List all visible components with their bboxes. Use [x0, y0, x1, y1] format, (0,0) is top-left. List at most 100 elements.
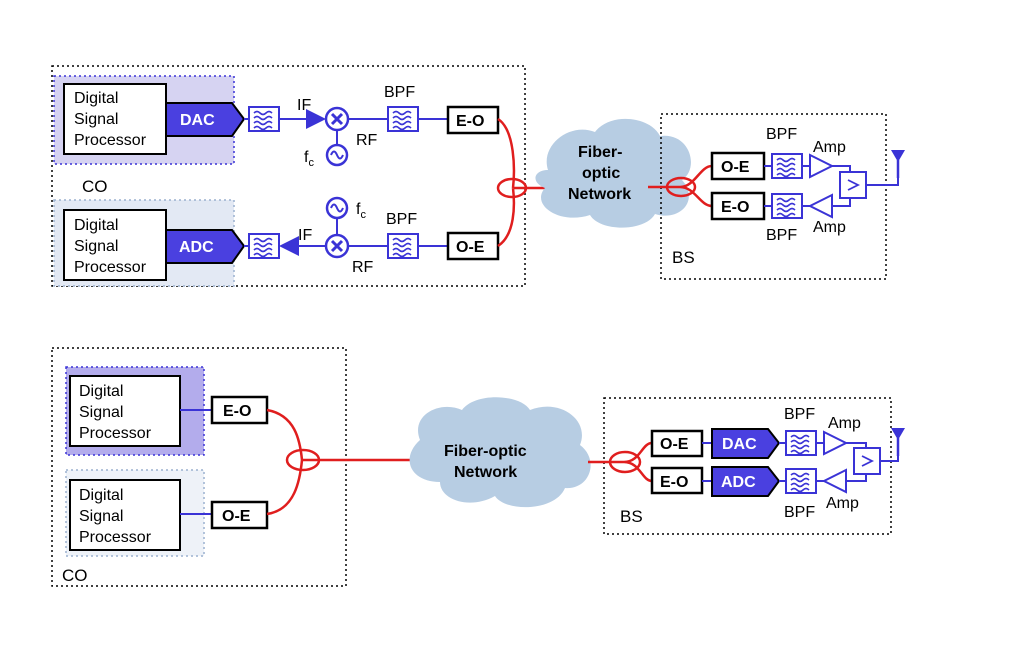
bottom-adc-block	[711, 466, 781, 497]
bottom-bs-amp-top-label: Amp	[828, 415, 861, 432]
bottom-bs-amp-top-icon	[823, 430, 849, 456]
top-dsp-rx-line-2: Signal	[74, 238, 118, 255]
top-tx-mixer-icon	[324, 106, 350, 132]
bottom-bs-eo-block	[650, 466, 704, 495]
bottom-bs-label: BS	[620, 507, 643, 526]
bottom-bs-antenna-icon	[889, 426, 907, 458]
top-co-label: CO	[82, 177, 108, 196]
bottom-bs-bpf-bottom-label: BPF	[784, 504, 815, 521]
top-bs-fiber	[648, 164, 713, 208]
bottom-bs-oe-label: O-E	[660, 436, 689, 453]
top-rx-fc-label: fc	[356, 201, 366, 221]
top-tx-bpf-icon	[387, 106, 419, 132]
bottom-dsp-tx-line-1: Digital	[79, 383, 123, 400]
top-bs-amp-bottom-label: Amp	[813, 219, 846, 236]
bottom-adc-label: ADC	[721, 474, 756, 491]
top-co-border	[51, 65, 526, 287]
top-cloud-line-2: optic	[582, 165, 620, 182]
bottom-bs-bpf-top-label: BPF	[784, 406, 815, 423]
top-dac-label: DAC	[180, 112, 215, 129]
bottom-bs-border	[603, 397, 892, 535]
bottom-dac-block	[711, 428, 781, 459]
top-bs-bpf-bottom-label: BPF	[766, 227, 797, 244]
top-co-coupler	[496, 177, 528, 199]
bottom-bs-eo-label: E-O	[660, 474, 688, 491]
top-tx-fc-main: f	[304, 149, 309, 166]
top-bs-eo-label: E-O	[721, 199, 749, 216]
top-dsp-rx-box	[63, 209, 167, 281]
top-bs-bpf-top-icon	[771, 153, 803, 179]
top-dsp-tx-line-3: Processor	[74, 132, 147, 149]
bottom-bs-amp-bottom-label: Amp	[826, 495, 859, 512]
bottom-cloud-line-2: Network	[454, 464, 517, 481]
top-bs-antenna-icon	[889, 148, 907, 180]
top-rx-mixer-icon	[324, 233, 350, 259]
top-rx-bpf-label: BPF	[386, 211, 417, 228]
top-rx-fc-main: f	[356, 201, 361, 218]
top-diagram: Digital Signal Processor DAC Digital Sig…	[51, 65, 907, 287]
bottom-dac-label: DAC	[722, 436, 757, 453]
top-tx-bpf-label: BPF	[384, 84, 415, 101]
top-oe-label: O-E	[456, 239, 485, 256]
top-co-fiber	[497, 117, 548, 248]
top-tx-fc-sub: c	[308, 157, 314, 169]
bottom-oe-label: O-E	[222, 508, 251, 525]
top-tx-if-filter-icon	[248, 106, 280, 132]
top-dsp-tx-box	[63, 83, 167, 155]
top-tx-rf-label: RF	[356, 132, 378, 149]
bottom-bs-bpf-bottom-icon	[785, 468, 817, 494]
bottom-dsp-tx-line-2: Signal	[79, 404, 123, 421]
top-bs-amp-top-label: Amp	[813, 139, 846, 156]
bottom-dsp-rx-line-3: Processor	[79, 529, 152, 546]
top-rx-if-filter-icon	[248, 233, 280, 259]
top-rx-bpf-icon	[387, 233, 419, 259]
bottom-dsp-tx-line-3: Processor	[79, 425, 152, 442]
top-bs-eo-block	[710, 191, 766, 221]
top-bs-bpf-top-label: BPF	[766, 126, 797, 143]
bottom-cloud-line-1: Fiber-optic	[444, 443, 527, 460]
top-bs-oe-block	[710, 151, 766, 181]
bottom-co-fiber	[266, 408, 420, 516]
bottom-eo-block	[210, 395, 269, 425]
top-bs-oe-label: O-E	[721, 159, 750, 176]
bottom-dsp-rx-line-2: Signal	[79, 508, 123, 525]
top-eo-label: E-O	[456, 113, 484, 130]
bottom-bs-fiber	[588, 441, 653, 483]
bottom-oe-block	[210, 500, 269, 530]
top-cloud-line-3: Network	[568, 186, 631, 203]
top-dac-block	[165, 102, 246, 137]
bottom-dsp-rx-box	[69, 479, 181, 551]
top-eo-block	[446, 105, 500, 135]
top-dsp-tx-line-1: Digital	[74, 90, 118, 107]
bottom-co-label: CO	[62, 566, 88, 585]
bottom-bs-amp-bottom-icon	[821, 468, 847, 494]
top-rx-fc-sub: c	[360, 209, 366, 221]
top-bs-amp-bottom-icon	[807, 193, 833, 219]
bottom-diagram: Digital Signal Processor E-O Digital Sig…	[51, 347, 907, 587]
top-bs-label: BS	[672, 248, 695, 267]
bottom-dsp-rx-line-1: Digital	[79, 487, 123, 504]
top-dsp-rx-line-3: Processor	[74, 259, 147, 276]
top-dsp-rx-line-1: Digital	[74, 217, 118, 234]
top-cloud-line-1: Fiber-	[578, 144, 622, 161]
bottom-fiber-cloud	[409, 397, 591, 508]
top-adc-label: ADC	[179, 239, 214, 256]
top-rx-if-label: IF	[298, 227, 312, 244]
top-tx-if-label: IF	[297, 97, 311, 114]
top-bs-coupler	[665, 176, 697, 198]
top-rx-rf-label: RF	[352, 259, 374, 276]
top-bs-circulator	[839, 171, 867, 199]
top-oe-block	[446, 231, 500, 261]
top-bs-bpf-bottom-icon	[771, 193, 803, 219]
top-dsp-tx-line-2: Signal	[74, 111, 118, 128]
top-adc-block	[165, 229, 246, 264]
bottom-bs-coupler	[608, 450, 642, 474]
bottom-bs-circulator	[853, 447, 881, 475]
bottom-bs-bpf-top-icon	[785, 430, 817, 456]
top-fiber-cloud	[535, 118, 691, 228]
bottom-eo-label: E-O	[223, 403, 251, 420]
top-rx-lo-icon	[325, 196, 349, 220]
bottom-co-coupler	[285, 448, 321, 472]
top-tx-fc-label: fc	[304, 149, 314, 169]
